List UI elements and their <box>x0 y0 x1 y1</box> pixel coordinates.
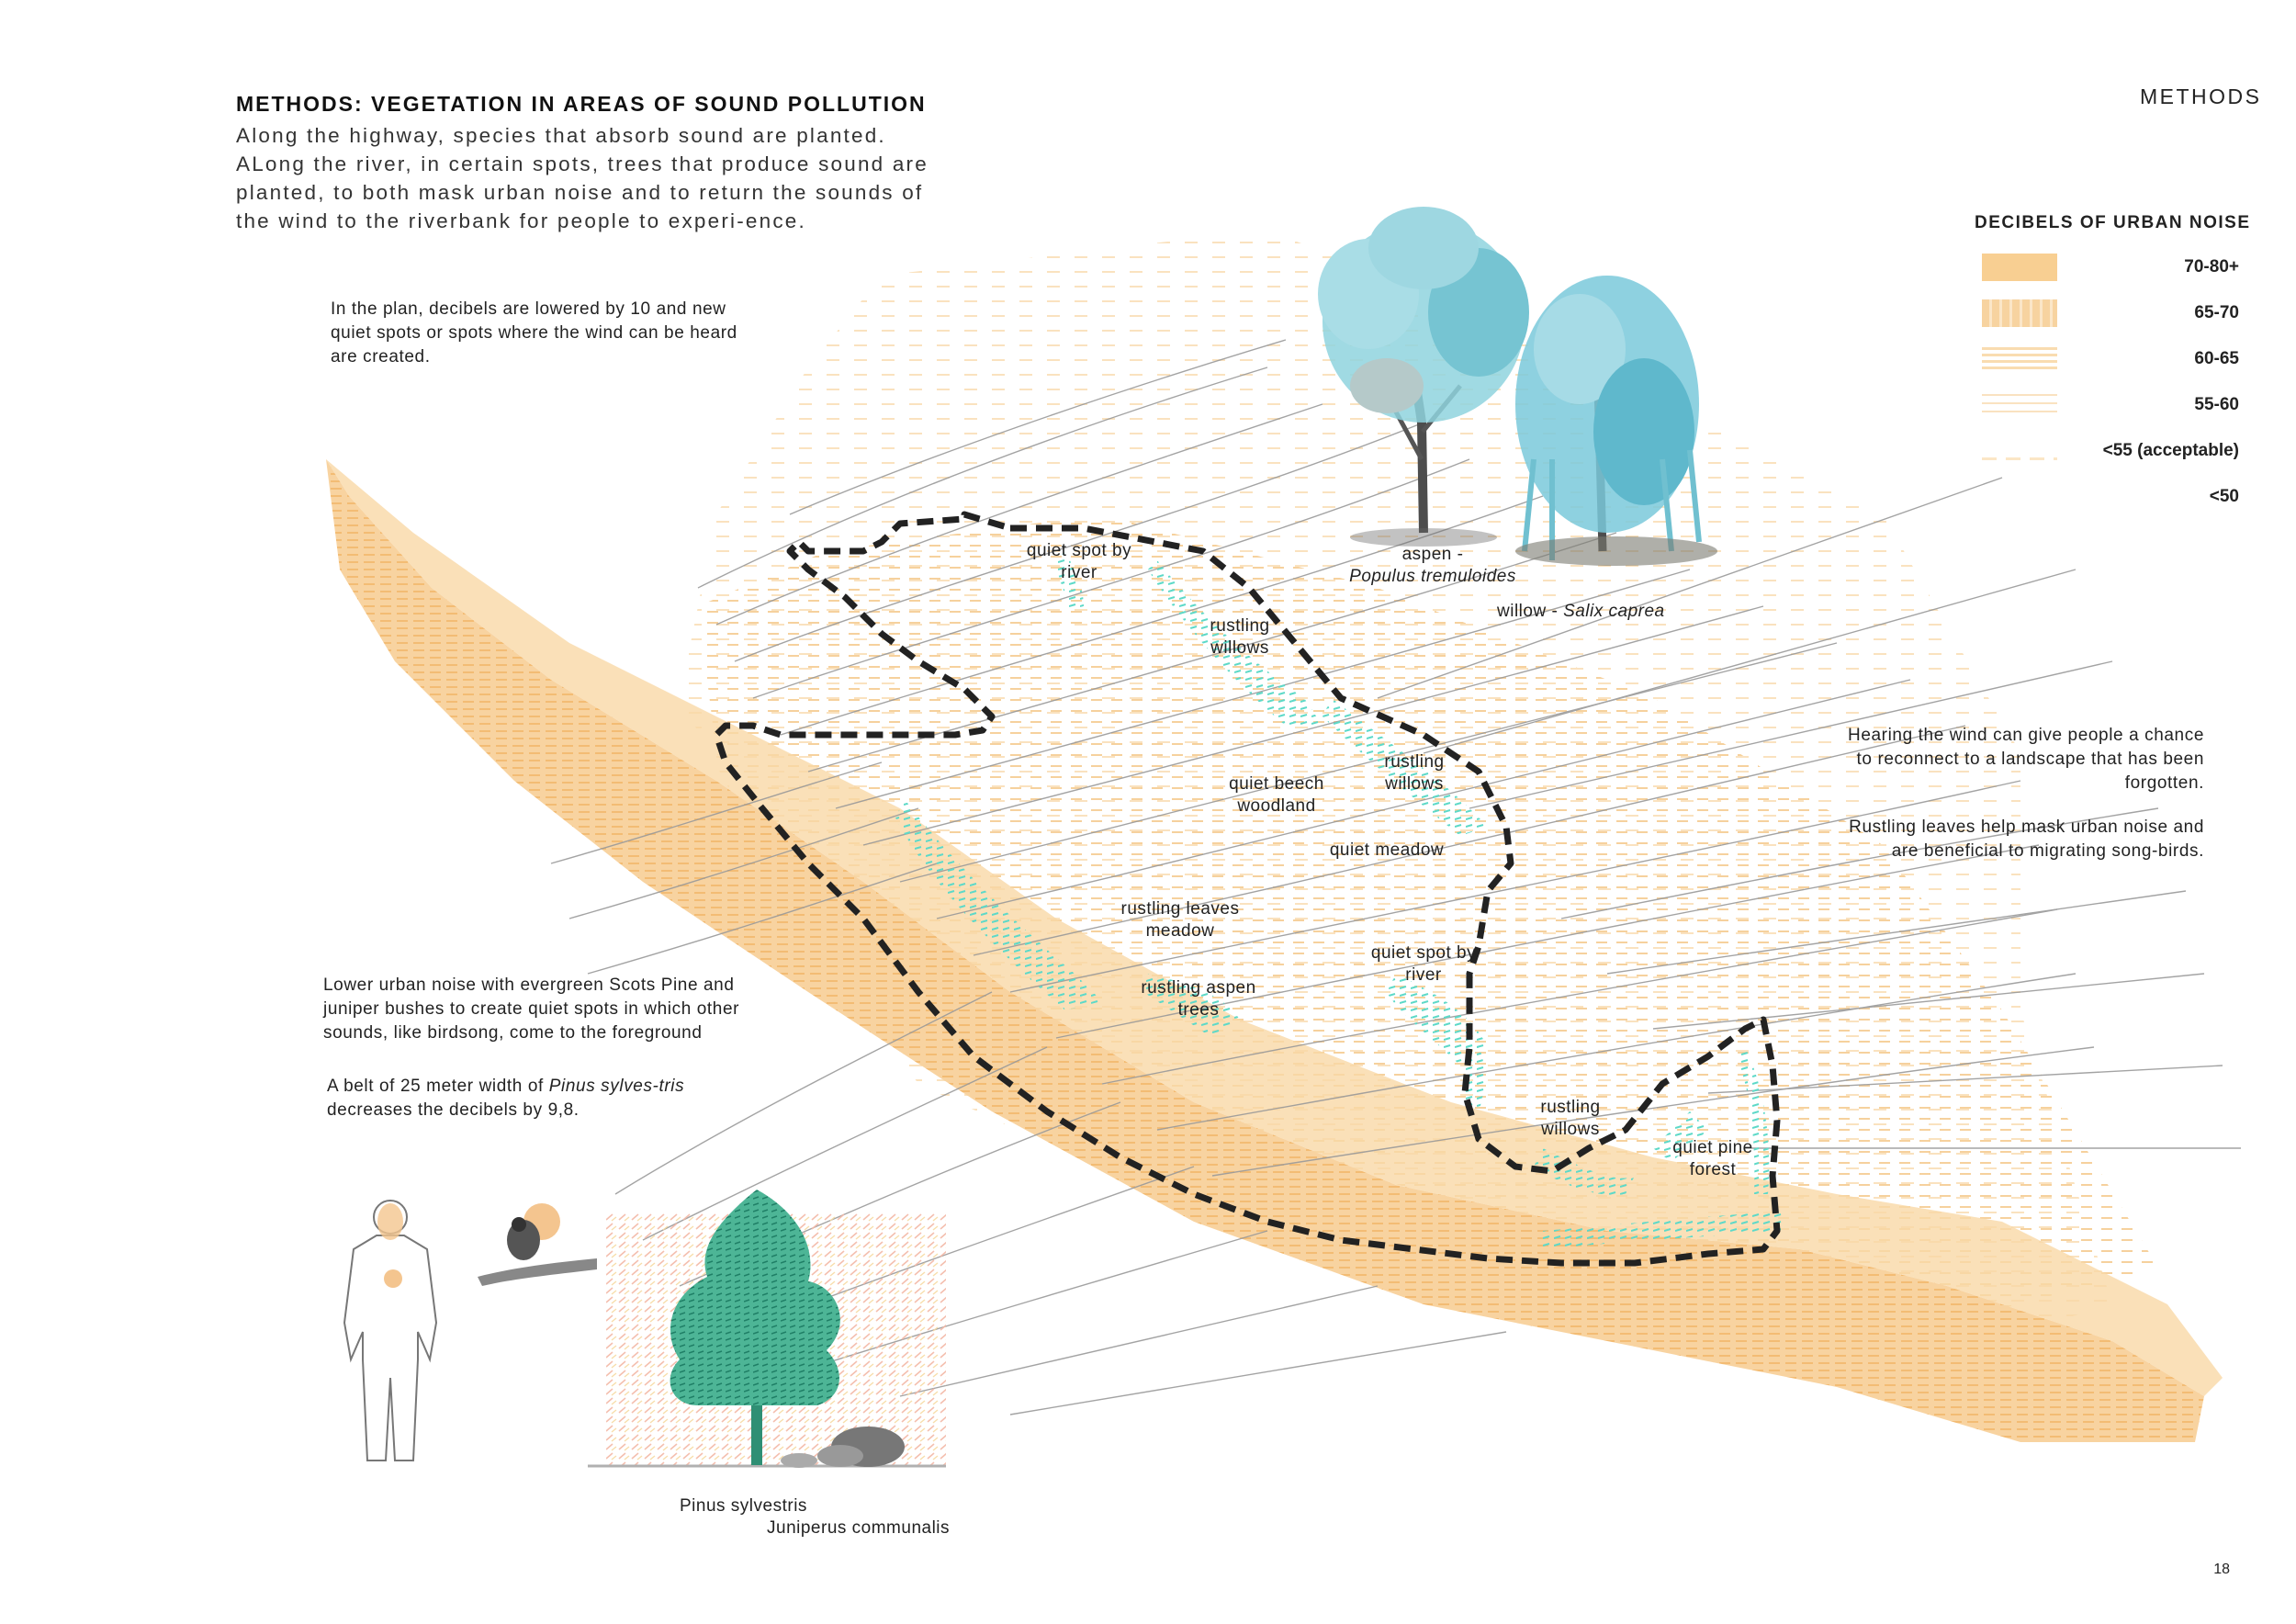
belt-note: A belt of 25 meter width of Pinus sylves… <box>327 1075 731 1122</box>
pine-tree-illustration <box>670 1190 840 1465</box>
pine-note: Lower urban noise with evergreen Scots P… <box>323 976 740 1043</box>
intro-paragraph: Along the highway, species that absorb s… <box>236 124 929 232</box>
map-label-quiet-spot-river-1: quiet spot by river <box>1026 541 1132 582</box>
page-number: 18 <box>2213 1562 2230 1577</box>
map-label-quiet-spot-river-2: quiet spot by river <box>1370 943 1477 985</box>
page-heading: METHODS: VEGETATION IN AREAS OF SOUND PO… <box>236 92 927 116</box>
plan-note: In the plan, decibels are lowered by 10 … <box>331 299 737 367</box>
map-label-quiet-meadow: quiet meadow <box>1329 840 1445 860</box>
section-label: METHODS <box>2140 85 2262 108</box>
map-label-rustling-aspen-trees: rustling aspen trees <box>1141 978 1256 1020</box>
legend-swatch-70-80 <box>1982 254 2057 281</box>
legend-label-65-70: 65-70 <box>2194 303 2239 322</box>
human-figure-illustration <box>343 1200 438 1461</box>
legend-swatch-65-70 <box>1982 299 2057 327</box>
willow-label: willow - Salix caprea <box>1497 601 1791 623</box>
pine-species-label: Pinus sylvestris <box>680 1496 807 1516</box>
legend-label-under-55: <55 (acceptable) <box>2102 441 2239 460</box>
belt-note-species: Pinus sylves-tris <box>548 1077 685 1096</box>
aspen-latin-name: Populus tremuloides <box>1349 567 1516 586</box>
map-label-rustling-willows-3: rustling willows <box>1540 1098 1601 1139</box>
project-boundary <box>713 511 1781 1267</box>
legend-label-70-80: 70-80+ <box>2184 257 2239 276</box>
map-label-quiet-pine-forest: quiet pine forest <box>1672 1138 1753 1179</box>
rustling-vegetation <box>895 551 1782 1249</box>
juniper-bush-illustration <box>781 1427 905 1468</box>
willow-tree-illustration <box>1515 276 1717 566</box>
legend-label-60-65: 60-65 <box>2194 349 2239 368</box>
map-label-rustling-leaves-meadow: rustling leaves meadow <box>1120 899 1240 941</box>
legend-label-55-60: 55-60 <box>2194 395 2239 414</box>
willow-common-name: willow - <box>1497 602 1564 621</box>
noise-zone-highway-edge <box>326 459 2223 1396</box>
belt-note-text-b: decreases the decibels by 9,8. <box>327 1100 580 1120</box>
belt-note-text-a: A belt of 25 meter width of <box>327 1077 549 1096</box>
bird-on-branch-illustration <box>478 1203 597 1286</box>
noise-zone-mid <box>698 514 2158 1314</box>
aspen-common-name: aspen - <box>1401 545 1464 564</box>
aspen-tree-illustration <box>1318 207 1529 547</box>
juniper-species-label: Juniperus communalis <box>767 1518 951 1538</box>
leaves-note: Rustling leaves help mask urban noise an… <box>1849 818 2204 861</box>
noise-zone-high <box>326 459 2204 1442</box>
legend-label-under-50: <50 <box>2209 487 2239 506</box>
legend-swatch-60-65 <box>1982 345 2057 373</box>
wind-note: Hearing the wind can give people a chanc… <box>1848 726 2204 793</box>
map-label-rustling-willows-1: rustling willows <box>1210 616 1270 658</box>
aspen-label: aspen - Populus tremuloides <box>1322 544 1543 588</box>
willow-latin-name: Salix caprea <box>1563 602 1665 621</box>
map-label-rustling-willows-2: rustling willows <box>1384 752 1445 794</box>
legend-swatch-under-55 <box>1982 437 2057 465</box>
legend-swatch-55-60 <box>1982 391 2057 419</box>
legend-title: DECIBELS OF URBAN NOISE <box>1975 213 2251 232</box>
map-label-quiet-beech-woodland: quiet beech woodland <box>1229 774 1324 816</box>
